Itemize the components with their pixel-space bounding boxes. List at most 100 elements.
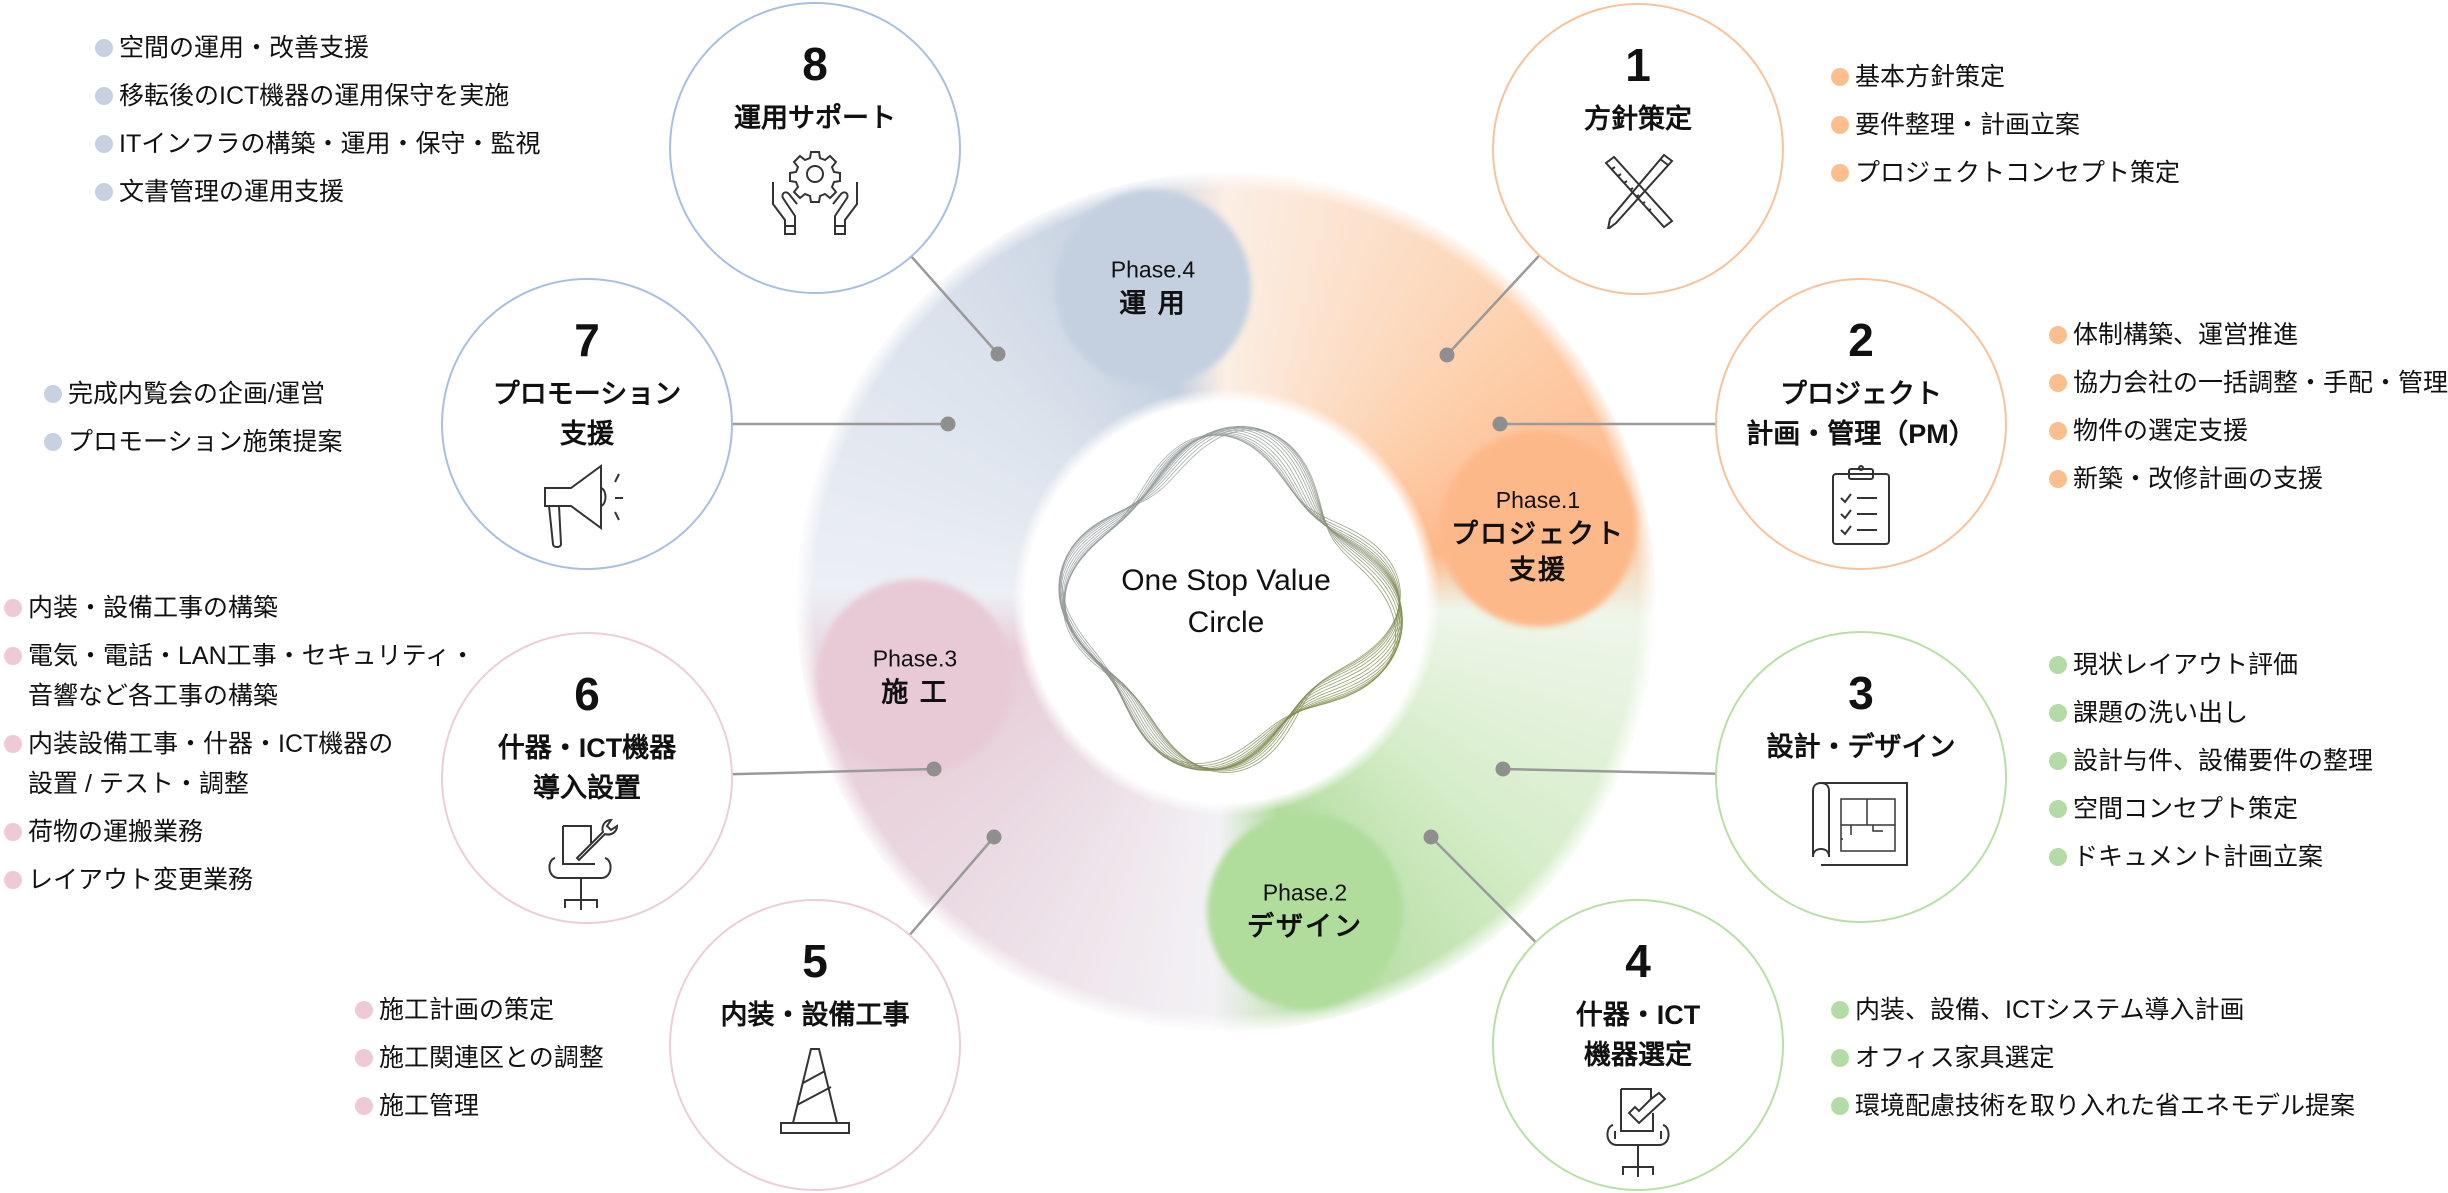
connector-dot-3 xyxy=(1495,761,1511,777)
clipboard-checklist-icon xyxy=(1829,464,1893,553)
list-item-text: 環境配慮技術を取り入れた省エネモデル提案 xyxy=(1855,1092,2356,1120)
list-item-text: 施工計画の策定 xyxy=(379,996,555,1024)
bullet-dot-icon xyxy=(1831,1049,1849,1067)
step-title: 方針策定 xyxy=(1584,104,1692,134)
center-title-line2: Circle xyxy=(1187,606,1265,639)
bullet-dot-icon xyxy=(2049,422,2067,440)
list-item-text: 要件整理・計画立案 xyxy=(1855,111,2081,139)
list-item: 内装設備工事・什器・ICT機器の 設置 / テスト・調整 xyxy=(4,724,475,804)
connector-dot-6 xyxy=(926,761,942,777)
connector-dot-7 xyxy=(940,416,956,432)
list-item-text: 施工関連区との調整 xyxy=(379,1044,604,1072)
step-number: 3 xyxy=(1848,667,1874,719)
bullet-dot-icon xyxy=(1831,1097,1849,1115)
list-item: 電気・電話・LAN工事・セキュリティ・ 音響など各工事の構築 xyxy=(4,636,475,716)
connector-dot-1 xyxy=(1439,347,1455,363)
bullet-dot-icon xyxy=(44,433,62,451)
step-circle-4: 4 什器・ICT 機器選定 xyxy=(1492,899,1784,1191)
phase-number: Phase.4 xyxy=(1110,256,1196,283)
bullet-dot-icon xyxy=(2049,848,2067,866)
phase-title: プロジェクト 支援 xyxy=(1451,519,1625,586)
traffic-cone-icon xyxy=(777,1045,853,1140)
step-number: 8 xyxy=(802,38,828,90)
list-item: プロジェクトコンセプト策定 xyxy=(1831,153,2180,193)
list-item-text: 新築・改修計画の支援 xyxy=(2073,465,2324,493)
list-item-text: 内装、設備、ICTシステム導入計画 xyxy=(1855,996,2245,1024)
bullet-dot-icon xyxy=(2049,326,2067,344)
list-item: レイアウト変更業務 xyxy=(4,860,475,900)
step-circle-2: 2 プロジェクト 計画・管理（PM） xyxy=(1715,278,2007,570)
phase-number: Phase.3 xyxy=(872,645,958,672)
step-title: 運用サポート xyxy=(734,103,896,133)
step-number: 7 xyxy=(574,314,600,366)
connector-dot-5 xyxy=(986,829,1002,845)
list-item-text: 物件の選定支援 xyxy=(2073,417,2249,445)
floor-plan-icon xyxy=(1811,777,1911,872)
list-item: 施工管理 xyxy=(355,1086,604,1126)
step-circle-3: 3 設計・デザイン xyxy=(1715,631,2007,923)
phase-blob-p3 xyxy=(817,579,1013,775)
list-item-text: 文書管理の運用支援 xyxy=(119,178,345,206)
connector-dot-2 xyxy=(1492,416,1508,432)
bullet-dot-icon xyxy=(2049,752,2067,770)
list-item: 新築・改修計画の支援 xyxy=(2049,459,2448,499)
list-item-text: ドキュメント計画立案 xyxy=(2073,843,2324,871)
list-item-text: 内装設備工事・什器・ICT機器の 設置 / テスト・調整 xyxy=(28,730,394,798)
list-item: 課題の洗い出し xyxy=(2049,693,2373,733)
step-title: プロモーション 支援 xyxy=(492,379,682,449)
list-item: 空間の運用・改善支援 xyxy=(95,28,540,68)
step-4-task-list: 内装、設備、ICTシステム導入計画オフィス家具選定環境配慮技術を取り入れた省エネ… xyxy=(1831,990,2355,1134)
list-item: 内装、設備、ICTシステム導入計画 xyxy=(1831,990,2355,1030)
bullet-dot-icon xyxy=(2049,800,2067,818)
list-item: 要件整理・計画立案 xyxy=(1831,105,2180,145)
bullet-dot-icon xyxy=(2049,470,2067,488)
bullet-dot-icon xyxy=(4,871,22,889)
chair-wrench-icon xyxy=(547,818,627,919)
step-title: プロジェクト 計画・管理（PM） xyxy=(1746,379,1976,449)
step-title: 什器・ICT機器 導入設置 xyxy=(497,733,677,803)
list-item-text: レイアウト変更業務 xyxy=(28,866,254,894)
list-item: 施工計画の策定 xyxy=(355,990,604,1030)
phase-number: Phase.2 xyxy=(1262,879,1348,906)
bullet-dot-icon xyxy=(4,735,22,753)
list-item: 現状レイアウト評価 xyxy=(2049,645,2373,685)
bullet-dot-icon xyxy=(4,647,22,665)
list-item-text: 空間の運用・改善支援 xyxy=(119,34,370,62)
list-item: ドキュメント計画立案 xyxy=(2049,837,2373,877)
bullet-dot-icon xyxy=(95,87,113,105)
step-number: 5 xyxy=(802,935,828,987)
phase-number: Phase.1 xyxy=(1495,487,1581,514)
bullet-dot-icon xyxy=(4,599,22,617)
list-item: 内装・設備工事の構築 xyxy=(4,588,475,628)
step-title: 内装・設備工事 xyxy=(720,1000,910,1030)
step-number: 2 xyxy=(1848,314,1874,366)
list-item-text: プロモーション施策提案 xyxy=(68,428,343,456)
list-item-text: 内装・設備工事の構築 xyxy=(28,594,279,622)
bullet-dot-icon xyxy=(355,1049,373,1067)
bullet-dot-icon xyxy=(1831,68,1849,86)
connector-dot-4 xyxy=(1423,829,1439,845)
chair-check-icon xyxy=(1603,1085,1673,1186)
step-circle-8: 8 運用サポート xyxy=(669,2,961,294)
list-item: 空間コンセプト策定 xyxy=(2049,789,2373,829)
bullet-dot-icon xyxy=(2049,374,2067,392)
list-item-text: 現状レイアウト評価 xyxy=(2073,651,2299,679)
center-title: One Stop Value Circle xyxy=(1076,560,1376,644)
list-item: 施工関連区との調整 xyxy=(355,1038,604,1078)
center-title-line1: One Stop Value xyxy=(1121,564,1331,597)
step-number: 4 xyxy=(1625,935,1651,987)
list-item: 体制構築、運営推進 xyxy=(2049,315,2448,355)
phase-blob-p4 xyxy=(1055,190,1251,386)
megaphone-icon xyxy=(539,464,635,557)
list-item: 基本方針策定 xyxy=(1831,57,2180,97)
list-item: 設計与件、設備要件の整理 xyxy=(2049,741,2373,781)
bullet-dot-icon xyxy=(1831,1001,1849,1019)
phase-label-p1: Phase.1 プロジェクト 支援 xyxy=(1418,485,1658,589)
list-item-text: 協力会社の一括調整・手配・管理 xyxy=(2073,369,2448,397)
list-item: 移転後のICT機器の運用保守を実施 xyxy=(95,76,540,116)
list-item: 完成内覧会の企画/運営 xyxy=(44,374,343,414)
bullet-dot-icon xyxy=(95,183,113,201)
